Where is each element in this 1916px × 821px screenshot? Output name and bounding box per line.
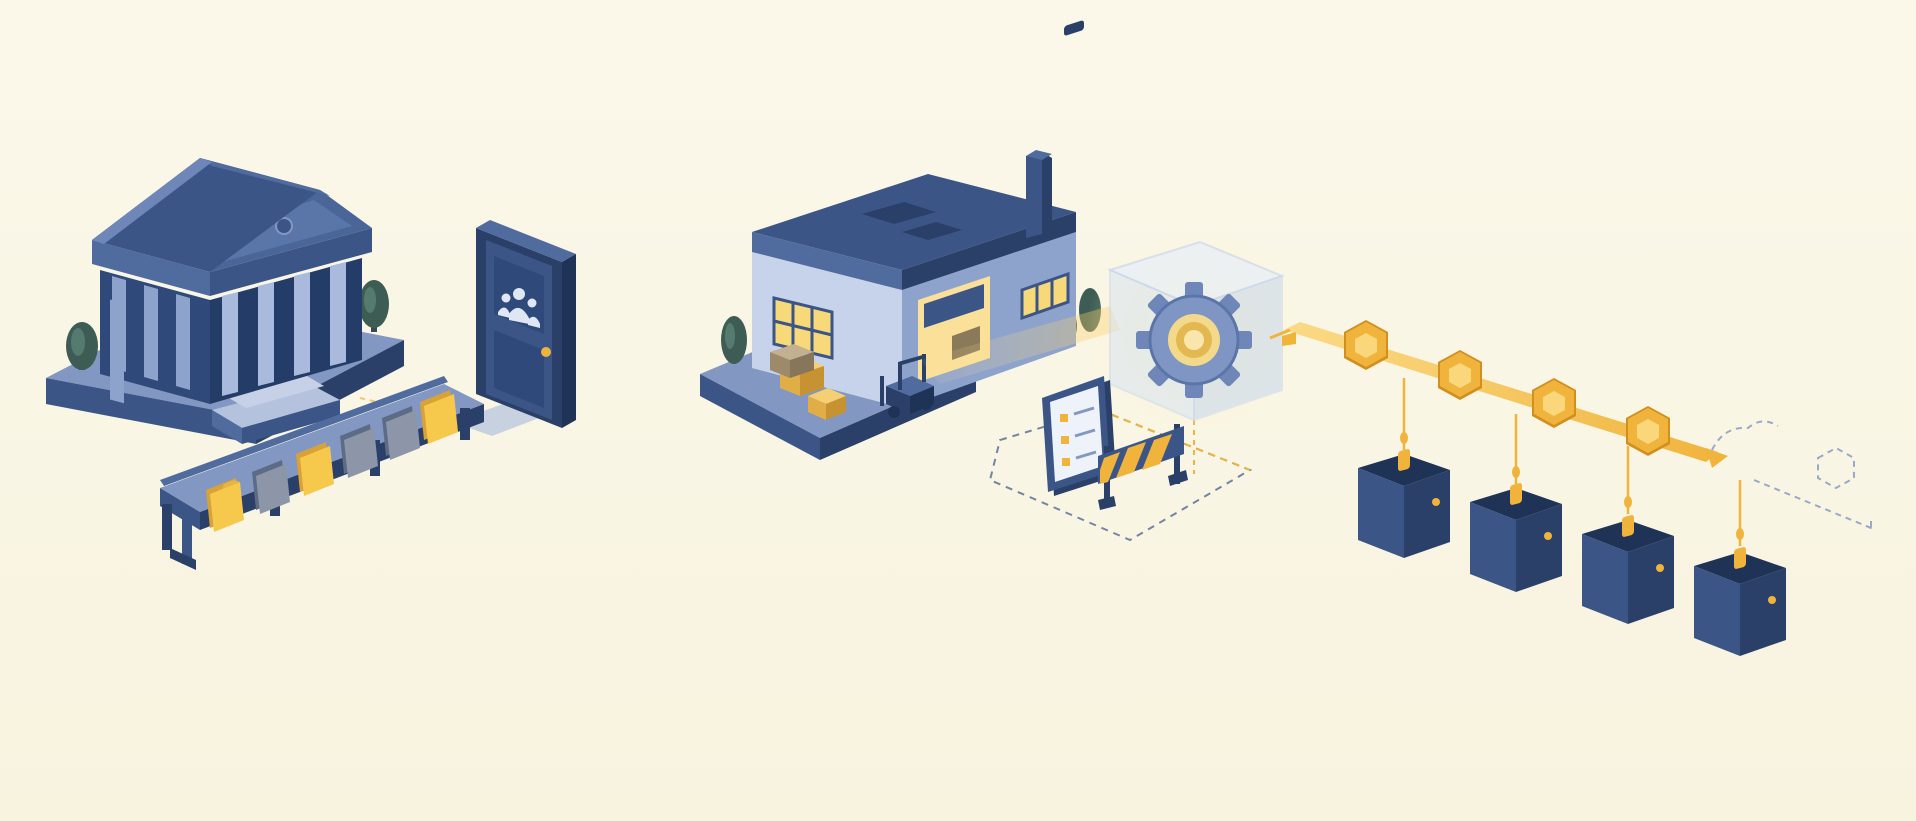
entry-door [452,220,576,436]
cargo-box-icon [808,388,846,420]
wallet-icon [1582,515,1674,624]
wallet-icon [1694,547,1786,656]
hexagon-token-icon [1626,406,1670,456]
hexagon-token-icon [1344,320,1388,370]
wallet-icon [1358,449,1450,558]
tree-icon [66,322,98,370]
folder-icon [340,424,378,478]
cargo-box-icon [770,344,814,378]
folder-icon [420,390,458,444]
checkpoint-zone-outline [988,408,1253,542]
compliance-checkpoint [1042,20,1188,510]
token-stream [1269,320,1877,546]
document-conveyor [160,376,484,570]
folder-icon [382,406,420,460]
barrier-icon [1098,424,1188,510]
processing-cube [1086,230,1306,430]
lit-window-icon [1020,271,1070,321]
bank-building-icon [46,158,404,444]
gear-icon [1136,282,1252,398]
folder-icon [206,478,244,532]
door-knob-icon [541,347,551,357]
tree-icon [721,316,747,364]
forklift-icon [880,354,934,418]
wallet-icon [1470,483,1562,592]
warehouse-icon [700,150,1101,460]
folder-icon [296,442,334,496]
tree-icon [359,280,389,332]
people-group-icon [498,288,540,328]
lit-window-icon [772,296,834,360]
folder-icon [252,460,290,514]
future-path-outline [1711,420,1877,531]
light-beam [920,306,1120,384]
hexagon-token-icon [1438,350,1482,400]
hexagon-token-icon [1532,378,1576,428]
